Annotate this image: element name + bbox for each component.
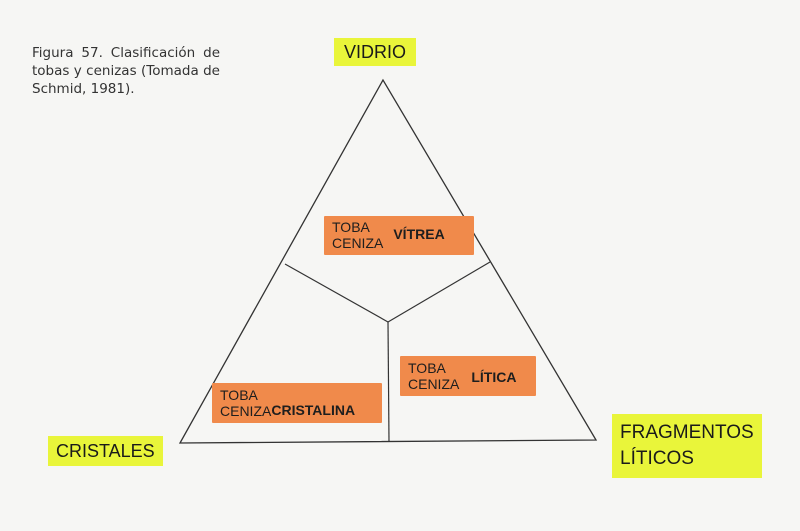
vertex-label-fragmentos-liticos: FRAGMENTOS LÍTICOS: [612, 414, 762, 478]
vertex-text-cristales: CRISTALES: [56, 441, 155, 461]
divider-bottom: [387, 321, 390, 443]
field-cristalina-type: CRISTALINA: [271, 401, 356, 418]
triangle-outline: [178, 78, 598, 444]
figure-caption: Figura 57. Clasificación de tobas y ceni…: [32, 45, 220, 97]
field-toba-ceniza-vitrea: TOBA CENIZA VÍTREA: [324, 216, 474, 255]
divider-left: [284, 263, 389, 323]
field-cristalina-line1: TOBA: [220, 386, 258, 403]
divider-right: [387, 261, 491, 323]
field-litica-type: LÍTICA: [471, 368, 517, 385]
field-cristalina-line2: CENIZA: [220, 402, 272, 419]
vertex-text-vidrio: VIDRIO: [344, 42, 407, 62]
field-toba-ceniza-litica: TOBA CENIZA LÍTICA: [400, 356, 536, 396]
field-vitrea-type: VÍTREA: [393, 226, 445, 242]
vertex-text-fragmentos: FRAGMENTOS: [620, 422, 754, 443]
field-litica-line1: TOBA: [408, 359, 446, 376]
field-vitrea-line2: CENIZA: [332, 235, 384, 251]
vertex-text-liticos: LÍTICOS: [620, 448, 694, 469]
field-toba-ceniza-cristalina: TOBA CENIZA CRISTALINA: [212, 383, 382, 423]
field-vitrea-line1: TOBA: [332, 219, 370, 235]
vertex-label-vidrio: VIDRIO: [334, 38, 417, 66]
field-litica-line2: CENIZA: [408, 375, 460, 392]
vertex-label-cristales: CRISTALES: [48, 436, 163, 466]
